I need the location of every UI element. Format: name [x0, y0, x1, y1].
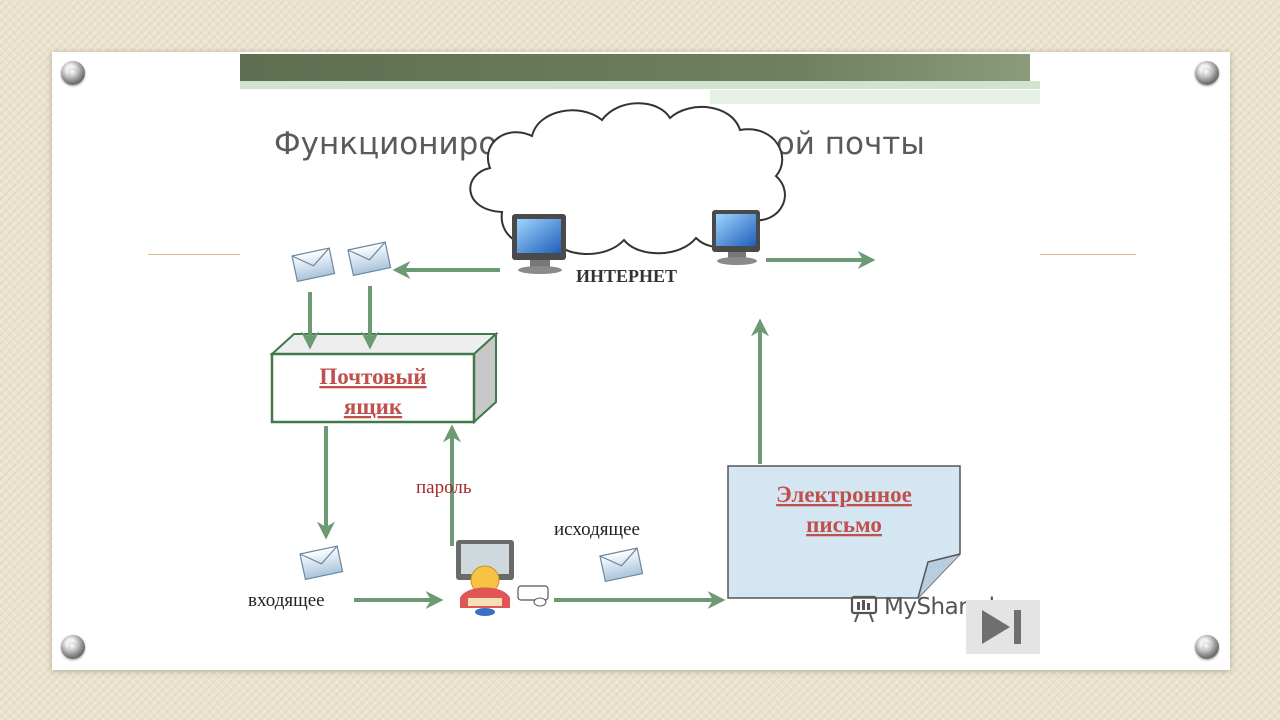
pin-icon [1195, 61, 1219, 85]
decor-line-left [148, 254, 240, 255]
next-slide-button[interactable] [966, 600, 1040, 654]
incoming-label: входящее [248, 590, 325, 611]
email-flow-diagram: ИНТЕРНЕТ Почтовый ящик Электронное письм… [248, 102, 961, 616]
internet-label: ИНТЕРНЕТ [576, 266, 677, 286]
outgoing-label: исходящее [554, 519, 640, 540]
header-stripe-light [710, 90, 1040, 104]
computer-icon [712, 210, 760, 265]
myshared-logo-icon [850, 595, 878, 623]
play-next-icon [982, 610, 1021, 644]
letter-label-1: Электронное [776, 482, 912, 507]
pin-icon [61, 61, 85, 85]
mailbox-label-2: ящик [344, 394, 403, 419]
header-stripe [240, 81, 1040, 89]
decor-line-right [1040, 254, 1136, 255]
password-label: пароль [416, 477, 472, 498]
pin-icon [1195, 635, 1219, 659]
computer-icon [512, 214, 566, 274]
header-bar [240, 54, 1030, 81]
mailbox-box [269, 331, 499, 425]
pin-icon [61, 635, 85, 659]
email-letter-doc [727, 465, 961, 599]
mailbox-label-1: Почтовый [319, 364, 426, 389]
envelope-icon [599, 547, 644, 583]
envelope-icon [347, 241, 392, 277]
envelope-icon [299, 545, 344, 581]
envelope-icon [291, 247, 336, 283]
letter-label-2: письмо [806, 512, 882, 537]
user-at-computer-icon [456, 540, 549, 616]
slide: Функционирование электронной почты [240, 54, 1040, 654]
